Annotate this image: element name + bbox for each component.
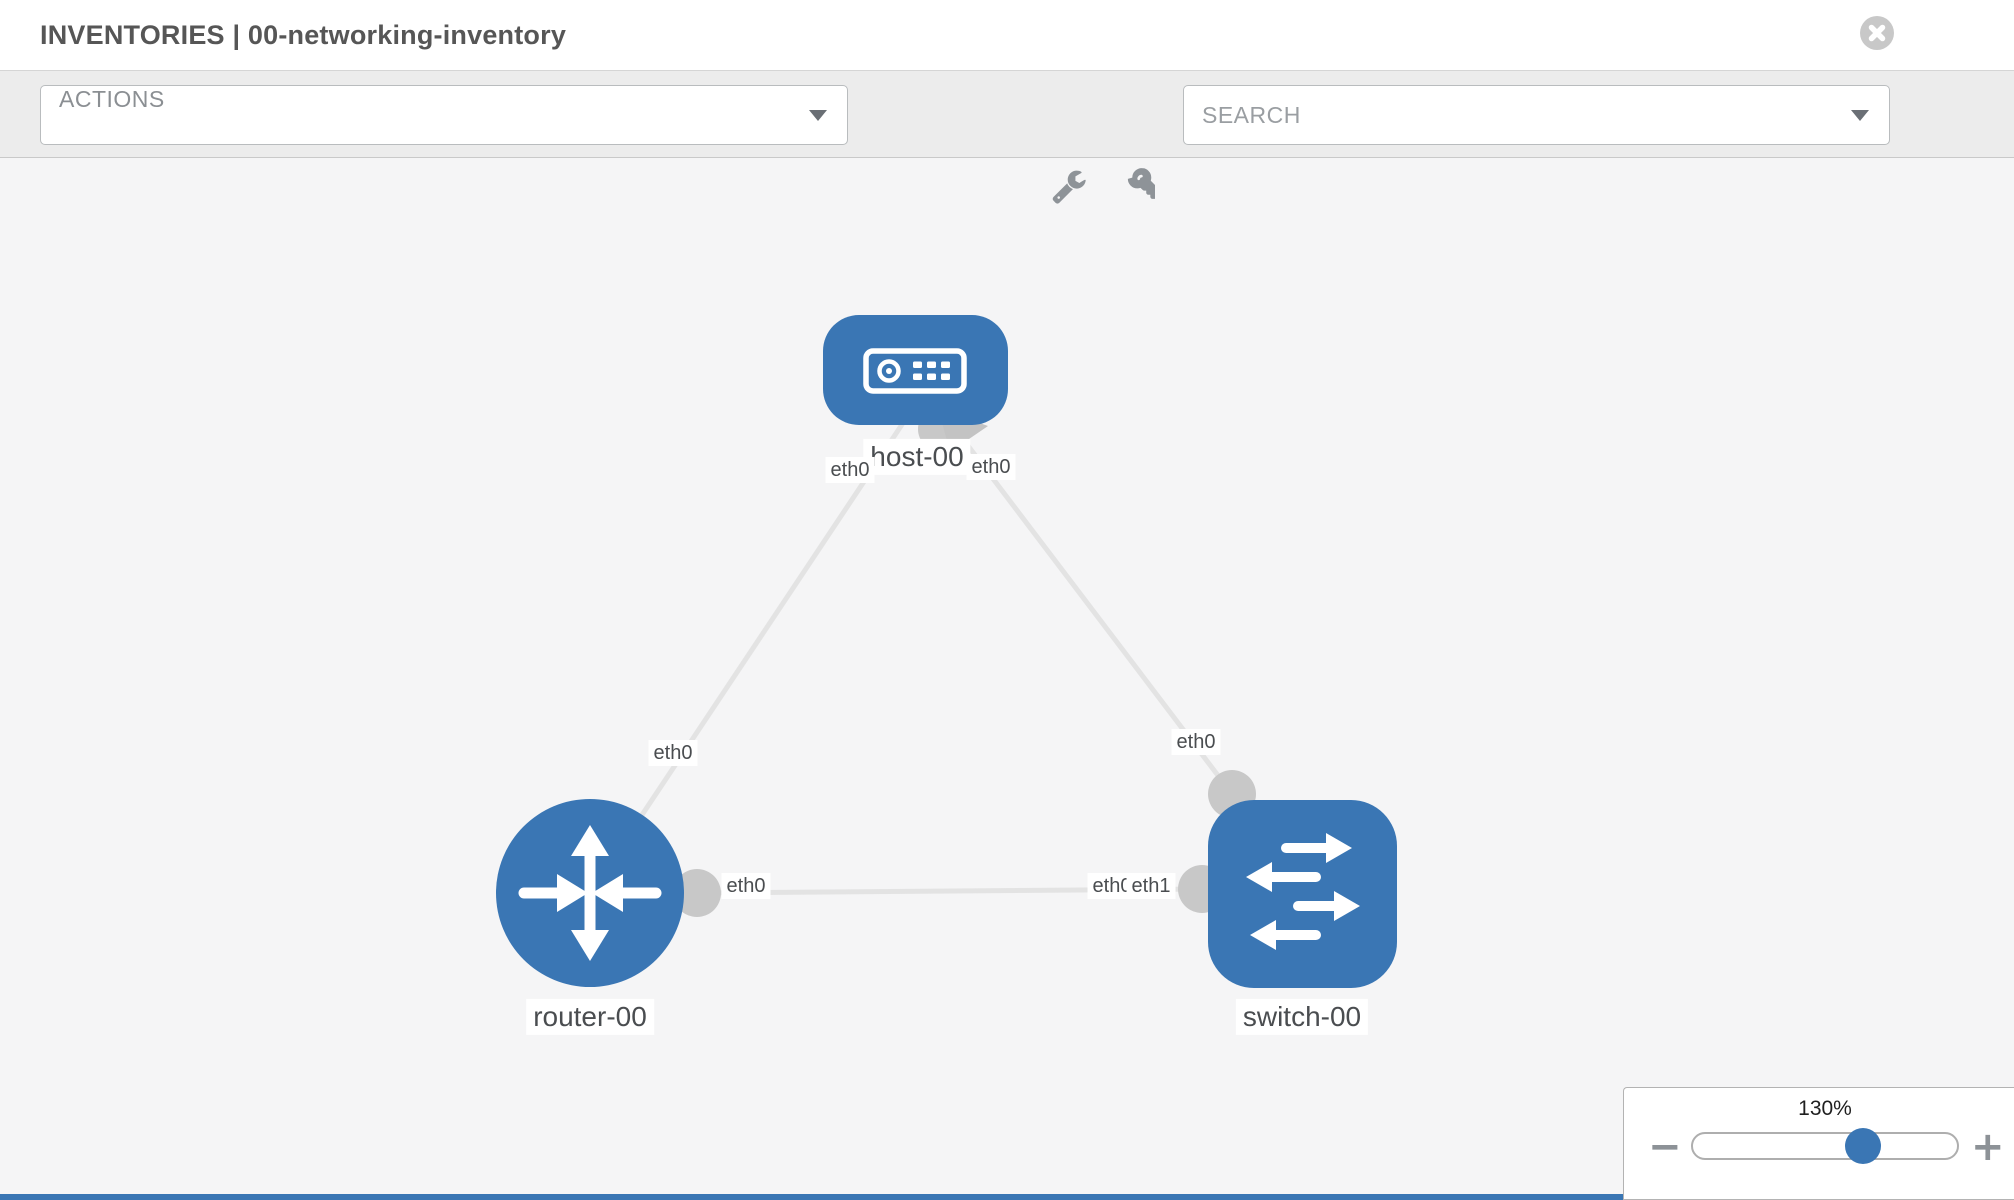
- bottom-accent-bar: [0, 1194, 1624, 1200]
- search-box[interactable]: [1183, 85, 1890, 145]
- node-switch[interactable]: [1208, 800, 1397, 988]
- close-button[interactable]: [1860, 16, 1894, 50]
- node-host[interactable]: [823, 315, 1008, 425]
- header: INVENTORIES | 00-networking-inventory: [0, 0, 2014, 71]
- edge-label-host-router-routerside: eth0: [648, 740, 698, 766]
- zoom-slider-handle[interactable]: [1845, 1128, 1881, 1164]
- close-icon: [1868, 24, 1886, 42]
- node-label-host[interactable]: host-00: [863, 438, 971, 476]
- zoom-slider[interactable]: [1691, 1128, 1959, 1164]
- router-connector: [673, 869, 721, 917]
- edge-label-host-router-hostside: eth0: [825, 457, 875, 483]
- edge-label-host-switch-hostside: eth0: [966, 454, 1016, 480]
- actions-dropdown[interactable]: ACTIONS: [40, 85, 848, 145]
- exchange-arrows-icon: [1246, 833, 1360, 950]
- actions-dropdown-label: ACTIONS: [59, 86, 165, 112]
- wrench-icon[interactable]: [1051, 168, 1087, 204]
- zoom-out-button[interactable]: −: [1648, 1124, 1682, 1170]
- edge-label-router-switch-switchside: eth1: [1126, 873, 1176, 899]
- edge-label-host-switch-switchside: eth0: [1171, 729, 1221, 755]
- edge-host-router[interactable]: [587, 418, 908, 895]
- toolbar: ACTIONS: [0, 71, 2014, 204]
- server-icon: [863, 348, 967, 394]
- zoom-panel: 130% − +: [1623, 1087, 2014, 1200]
- router-arrows-icon: [518, 825, 662, 961]
- edge-label-router-switch-routerside: eth0: [721, 873, 771, 899]
- node-router[interactable]: [496, 799, 684, 987]
- search-chevron-down-icon: [1851, 109, 1869, 121]
- page-title: INVENTORIES | 00-networking-inventory: [40, 20, 567, 50]
- node-label-router[interactable]: router-00: [526, 998, 654, 1036]
- key-icon[interactable]: [1117, 168, 1155, 206]
- zoom-level: 130%: [1798, 1097, 1852, 1120]
- chevron-down-icon: [809, 109, 827, 121]
- zoom-in-button[interactable]: +: [1971, 1124, 2005, 1170]
- search-input[interactable]: [1184, 85, 1851, 145]
- node-label-switch[interactable]: switch-00: [1235, 998, 1369, 1036]
